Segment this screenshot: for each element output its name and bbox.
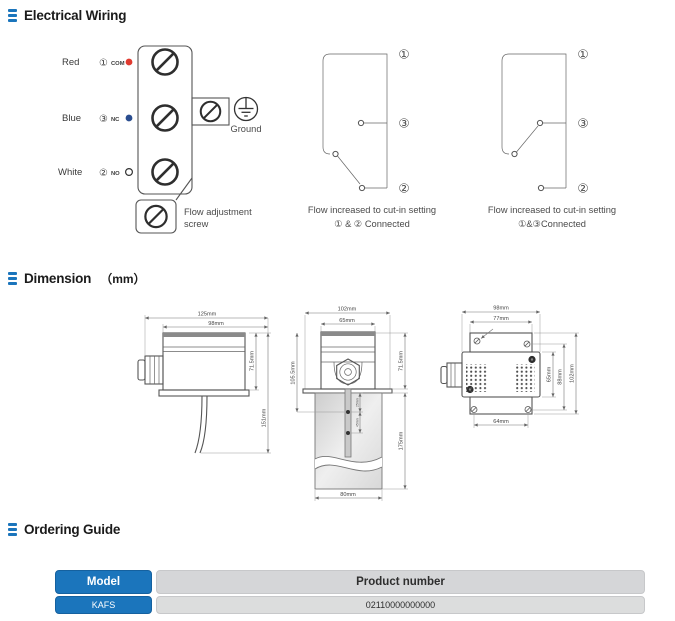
wire-label-red: Red bbox=[62, 57, 79, 68]
contact-label-no: NO bbox=[111, 171, 120, 177]
schematic1-caption-2: ① & ② Connected bbox=[334, 219, 410, 229]
switch-schematic-1: ① ③ ② Flow increased to cut-in setting ①… bbox=[308, 48, 436, 230]
flow-screw-icon bbox=[144, 204, 168, 229]
electrical-wiring-diagram: Red ① COM Blue ③ NC White ② NO bbox=[58, 45, 616, 234]
list-bars-icon bbox=[8, 523, 17, 536]
terminal-1: ① bbox=[398, 48, 409, 62]
ground-symbol-icon bbox=[233, 96, 259, 122]
cable-gland bbox=[137, 355, 164, 385]
dimension-unit: （mm） bbox=[100, 272, 146, 286]
blue-wire-dot bbox=[125, 114, 133, 122]
terminal-1: ① bbox=[577, 48, 588, 62]
wire-label-blue: Blue bbox=[62, 113, 81, 124]
wire-label-white: White bbox=[58, 167, 82, 178]
mounting-screw-icon bbox=[523, 340, 531, 348]
ordering-table: Model Product number KAFS 02110000000000 bbox=[55, 570, 645, 614]
ground-screw-icon bbox=[199, 100, 222, 123]
mounting-screw-icon bbox=[524, 406, 532, 413]
terminal-number-3: ③ bbox=[99, 114, 108, 125]
dim-back-mount-height: 88mm bbox=[558, 369, 564, 385]
column-header-model: Model bbox=[55, 570, 152, 594]
back-view-drawing: 98mm 77mm bbox=[440, 306, 579, 428]
dim-back-overall-width: 98mm bbox=[493, 306, 509, 312]
contact-label-com: COM bbox=[111, 61, 125, 67]
paddle bbox=[314, 388, 383, 490]
dim-front-body-width: 65mm bbox=[339, 318, 355, 324]
section-header-electrical-wiring: Electrical Wiring bbox=[8, 8, 126, 23]
terminal-screw-icon bbox=[151, 104, 179, 132]
list-bars-icon bbox=[8, 272, 17, 285]
side-view-drawing: 125mm 98mm 71.5 bbox=[137, 312, 271, 454]
dim-back-total-height: 102mm bbox=[570, 364, 576, 383]
red-wire-dot bbox=[125, 58, 133, 66]
dim-front-body-height: 71.5mm bbox=[399, 351, 405, 372]
switch-schematic-2: ① ③ ② Flow increased to cut-in setting ①… bbox=[488, 48, 616, 230]
switch-lever bbox=[516, 125, 539, 153]
dim-side-overall-width: 125mm bbox=[198, 312, 217, 318]
dim-back-body-height: 65mm bbox=[547, 366, 553, 382]
dim-side-body-height: 71.5mm bbox=[250, 351, 256, 372]
terminal-2: ② bbox=[577, 182, 588, 196]
ground-label: Ground bbox=[230, 124, 261, 134]
section-title: Ordering Guide bbox=[24, 522, 121, 537]
vent-hole-grid bbox=[466, 364, 487, 392]
section-header-dimension: Dimension （mm） bbox=[8, 270, 146, 287]
section-title: Electrical Wiring bbox=[24, 8, 127, 23]
list-bars-icon bbox=[8, 9, 17, 22]
cable-gland bbox=[440, 362, 463, 388]
table-row: KAFS 02110000000000 bbox=[55, 596, 645, 614]
contact-label-nc: NC bbox=[111, 117, 120, 123]
dim-side-body-width: 98mm bbox=[208, 321, 224, 327]
dim-paddle-width: 80mm bbox=[340, 492, 356, 498]
screw-pointer-arrow bbox=[480, 328, 494, 339]
flow-screw-label-1: Flow adjustment bbox=[184, 207, 252, 217]
hex-nut bbox=[336, 358, 360, 386]
dim-side-total-height: 151mm bbox=[262, 408, 268, 427]
terminal-block bbox=[137, 45, 193, 201]
white-wire-dot bbox=[124, 168, 133, 177]
schematic1-caption-1: Flow increased to cut-in setting bbox=[308, 205, 436, 215]
front-view-drawing: 102mm 65mm bbox=[291, 307, 408, 501]
dimension-drawings: 125mm 98mm 71.5 bbox=[137, 306, 579, 501]
flow-screw-label-2: screw bbox=[184, 219, 209, 229]
section-title: Dimension bbox=[24, 271, 92, 286]
terminal-number-1: ① bbox=[99, 58, 108, 69]
dim-back-hole-width: 64mm bbox=[493, 419, 509, 425]
switch-lever bbox=[337, 155, 361, 185]
flow-adjustment-screw: Flow adjustment screw bbox=[135, 199, 252, 234]
dim-front-overall-width: 102mm bbox=[338, 307, 357, 313]
table-header-row: Model Product number bbox=[55, 570, 645, 594]
mounting-screw-icon bbox=[473, 337, 481, 345]
model-cell: KAFS bbox=[55, 596, 152, 614]
terminal-2: ② bbox=[398, 182, 409, 196]
vent-hole-grid bbox=[514, 364, 535, 392]
terminal-screw-icon bbox=[151, 48, 179, 76]
terminal-number-2: ② bbox=[99, 168, 108, 179]
paddle-stem bbox=[344, 388, 352, 458]
mounting-screw-icon bbox=[470, 406, 478, 413]
terminal-labels: Red ① COM Blue ③ NC White ② NO bbox=[58, 57, 133, 179]
schematic2-caption-1: Flow increased to cut-in setting bbox=[488, 205, 616, 215]
dim-front-left-height: 105.5mm bbox=[291, 361, 297, 385]
terminal-3: ③ bbox=[577, 117, 588, 131]
dim-paddle-height: 175mm bbox=[399, 431, 405, 450]
dim-stem-b: 45mm bbox=[356, 418, 360, 427]
schematic2-caption-2: ①&③Connected bbox=[518, 219, 586, 229]
paddle-stem bbox=[194, 395, 203, 454]
terminal-screw-icon bbox=[151, 158, 179, 186]
ground-terminal: Ground bbox=[191, 96, 262, 134]
product-number-cell: 02110000000000 bbox=[156, 596, 645, 614]
section-header-ordering-guide: Ordering Guide bbox=[8, 522, 120, 537]
column-header-product-number: Product number bbox=[156, 570, 645, 594]
dim-stem-a: 25mm bbox=[356, 398, 360, 407]
dim-back-plate-width: 77mm bbox=[493, 316, 509, 322]
terminal-3: ③ bbox=[398, 117, 409, 131]
